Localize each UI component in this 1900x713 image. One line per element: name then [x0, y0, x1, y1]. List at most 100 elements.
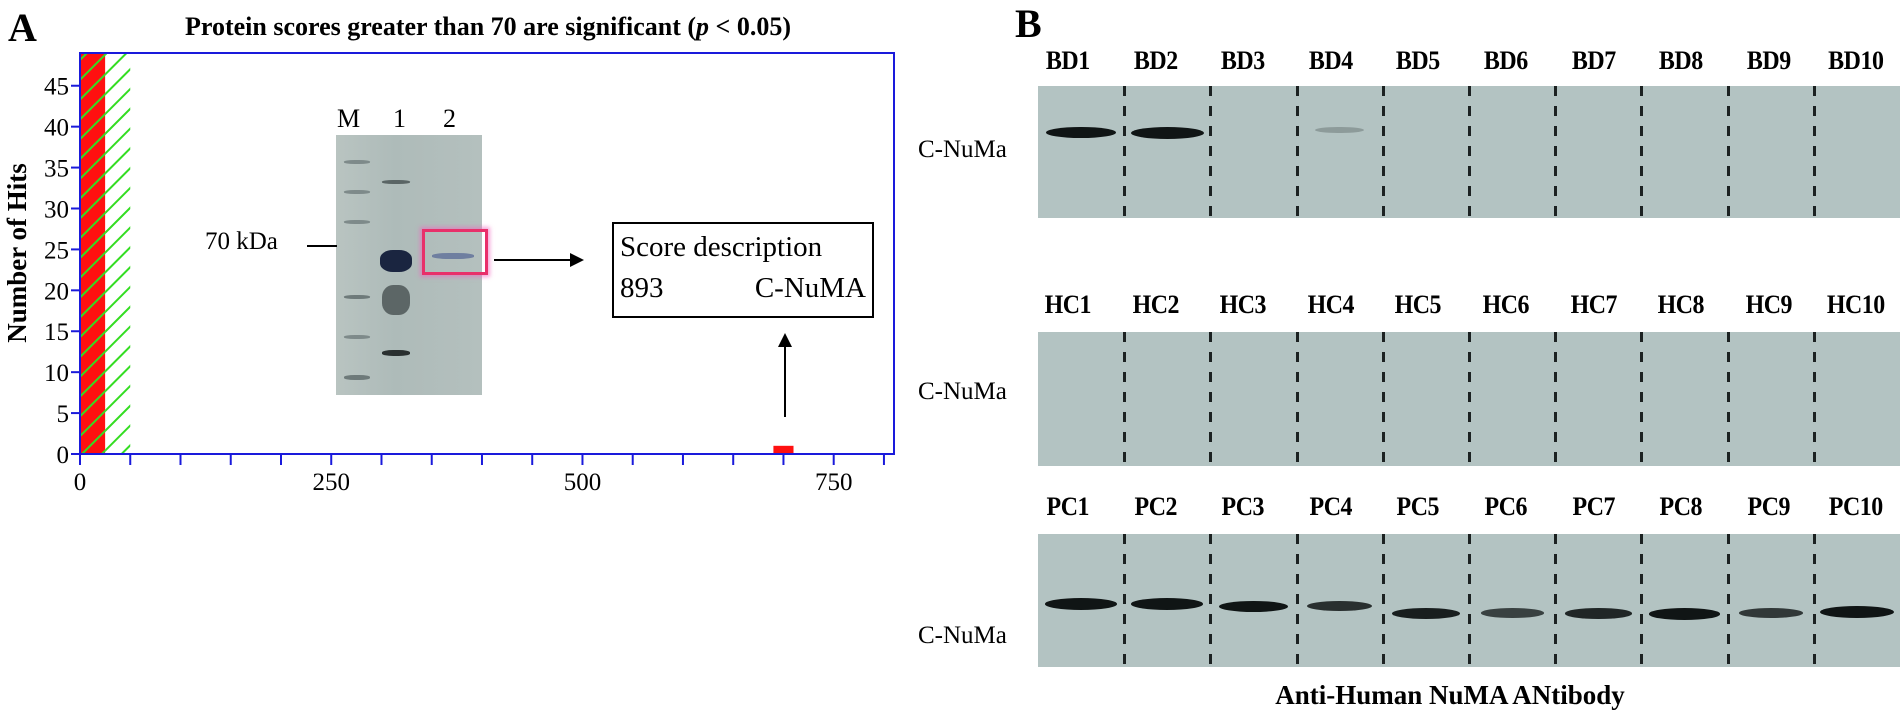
lane-separator	[1726, 534, 1730, 667]
lane-label: HC7	[1570, 290, 1617, 319]
histogram-bar-green-hatched	[105, 53, 131, 454]
sds-page-gel-image	[336, 135, 482, 395]
hc-western-blot	[1038, 332, 1900, 466]
bd-row-label: C-NuMa	[918, 136, 1007, 163]
lane-separator	[1468, 534, 1471, 667]
lane-separator	[1295, 86, 1299, 218]
y-tick-label: 10	[44, 360, 69, 387]
lane-label: PC2	[1134, 492, 1177, 521]
lane-label: HC6	[1482, 290, 1530, 319]
x-tick-label: 250	[312, 469, 350, 496]
protein-band	[1045, 597, 1118, 610]
y-tick-label: 0	[57, 442, 70, 469]
lane-separator	[1209, 534, 1213, 667]
lane-separator	[1726, 86, 1730, 218]
lane1-band	[382, 285, 410, 315]
lane-label: BD3	[1221, 46, 1265, 75]
lane-label: BD1	[1045, 46, 1090, 75]
score-row: 893 C-NuMA	[620, 268, 866, 308]
hc-lane-labels: HC1 HC2 HC3 HC4 HC5 HC6 HC7 HC8 HC9 HC10	[1024, 290, 1900, 320]
lane-label: HC1	[1044, 290, 1092, 319]
score-description-box: Score description 893 C-NuMA	[612, 222, 874, 318]
y-tick-label: 15	[44, 319, 69, 346]
lane-label: PC6	[1484, 492, 1528, 521]
marker-band	[344, 375, 370, 380]
lane-separator	[1295, 534, 1299, 667]
protein-band	[1046, 126, 1116, 138]
marker-band	[344, 335, 370, 339]
bd-western-blot	[1038, 86, 1900, 218]
chart-title: Protein scores greater than 70 are signi…	[185, 12, 791, 41]
lane-label: PC4	[1309, 492, 1352, 521]
lane-label: PC5	[1396, 492, 1440, 521]
y-axis-label: Number of Hits	[2, 163, 32, 343]
lane-label: BD7	[1571, 46, 1616, 75]
x-tick-label: 750	[815, 469, 853, 496]
lane-separator	[1295, 332, 1299, 466]
pc-row-label: C-NuMa	[918, 622, 1007, 649]
y-tick-label: 35	[44, 156, 69, 183]
lane-separator	[1468, 332, 1471, 466]
lane1-band	[382, 350, 410, 356]
y-tick-label: 5	[57, 401, 70, 428]
pc-western-blot	[1038, 534, 1900, 667]
lane-separator	[1554, 534, 1558, 667]
lane-label: BD8	[1659, 46, 1703, 75]
lane-separator	[1381, 534, 1385, 667]
bd-lane-labels: BD1 BD2 BD3 BD4 BD5 BD6 BD7 BD8 BD9 BD10	[1024, 46, 1900, 76]
lane-label: HC2	[1132, 290, 1179, 319]
lane-label: PC10	[1829, 492, 1884, 521]
lane2-band	[432, 253, 474, 259]
hc-row-label: C-NuMa	[918, 378, 1007, 405]
lane-separator	[1123, 332, 1127, 466]
lane-separator	[1812, 534, 1816, 667]
lane-separator	[1468, 86, 1471, 218]
lane-label: PC1	[1046, 492, 1090, 521]
y-tick-label: 25	[44, 237, 69, 264]
panel-b-letter: B	[1015, 1, 1042, 46]
lane-label: BD4	[1308, 46, 1353, 75]
gel-lane-label-2: 2	[443, 104, 456, 133]
arrow-right-icon	[494, 253, 584, 267]
score-protein: C-NuMA	[754, 272, 866, 304]
lane1-main-band	[380, 250, 412, 272]
lane-label: HC8	[1657, 290, 1705, 319]
lane-label: PC9	[1747, 492, 1790, 521]
y-tick-label: 20	[44, 278, 69, 305]
marker-band	[344, 160, 370, 164]
lane-separator	[1812, 332, 1816, 466]
lane-label: HC4	[1307, 290, 1354, 319]
lane-label: HC9	[1745, 290, 1792, 319]
x-tick-label: 0	[74, 469, 87, 496]
protein-band	[1314, 126, 1365, 134]
marker-band	[344, 190, 370, 194]
lane-label: PC7	[1572, 492, 1615, 521]
x-tick-label: 500	[564, 469, 602, 496]
protein-band	[1218, 600, 1289, 612]
lane-separator	[1209, 332, 1213, 466]
marker-band	[344, 295, 370, 299]
arrow-up-icon	[778, 333, 792, 417]
protein-score-histogram: Protein scores greater than 70 are signi…	[2, 12, 895, 496]
lane-separator	[1209, 86, 1213, 218]
lane-label: HC5	[1394, 290, 1442, 319]
lane-label: HC3	[1219, 290, 1267, 319]
lane-label: BD10	[1828, 46, 1884, 75]
protein-band	[1130, 126, 1204, 139]
gel-lane-label-1: 1	[393, 104, 406, 133]
lane-separator	[1381, 86, 1385, 218]
lane-separator	[1640, 332, 1644, 466]
lane-separator	[1381, 332, 1385, 466]
score-value: 893	[620, 272, 664, 304]
y-tick-label: 40	[44, 115, 69, 142]
lane-separator	[1812, 86, 1816, 218]
y-tick-label: 30	[44, 196, 69, 223]
lane-label: BD6	[1483, 46, 1528, 75]
panel-a-letter: A	[8, 5, 37, 50]
protein-band	[1306, 600, 1373, 611]
protein-band	[1480, 608, 1544, 619]
lane-label: HC10	[1827, 290, 1886, 319]
lane-separator	[1554, 332, 1558, 466]
lane-separator	[1726, 332, 1730, 466]
protein-band	[1820, 605, 1894, 618]
